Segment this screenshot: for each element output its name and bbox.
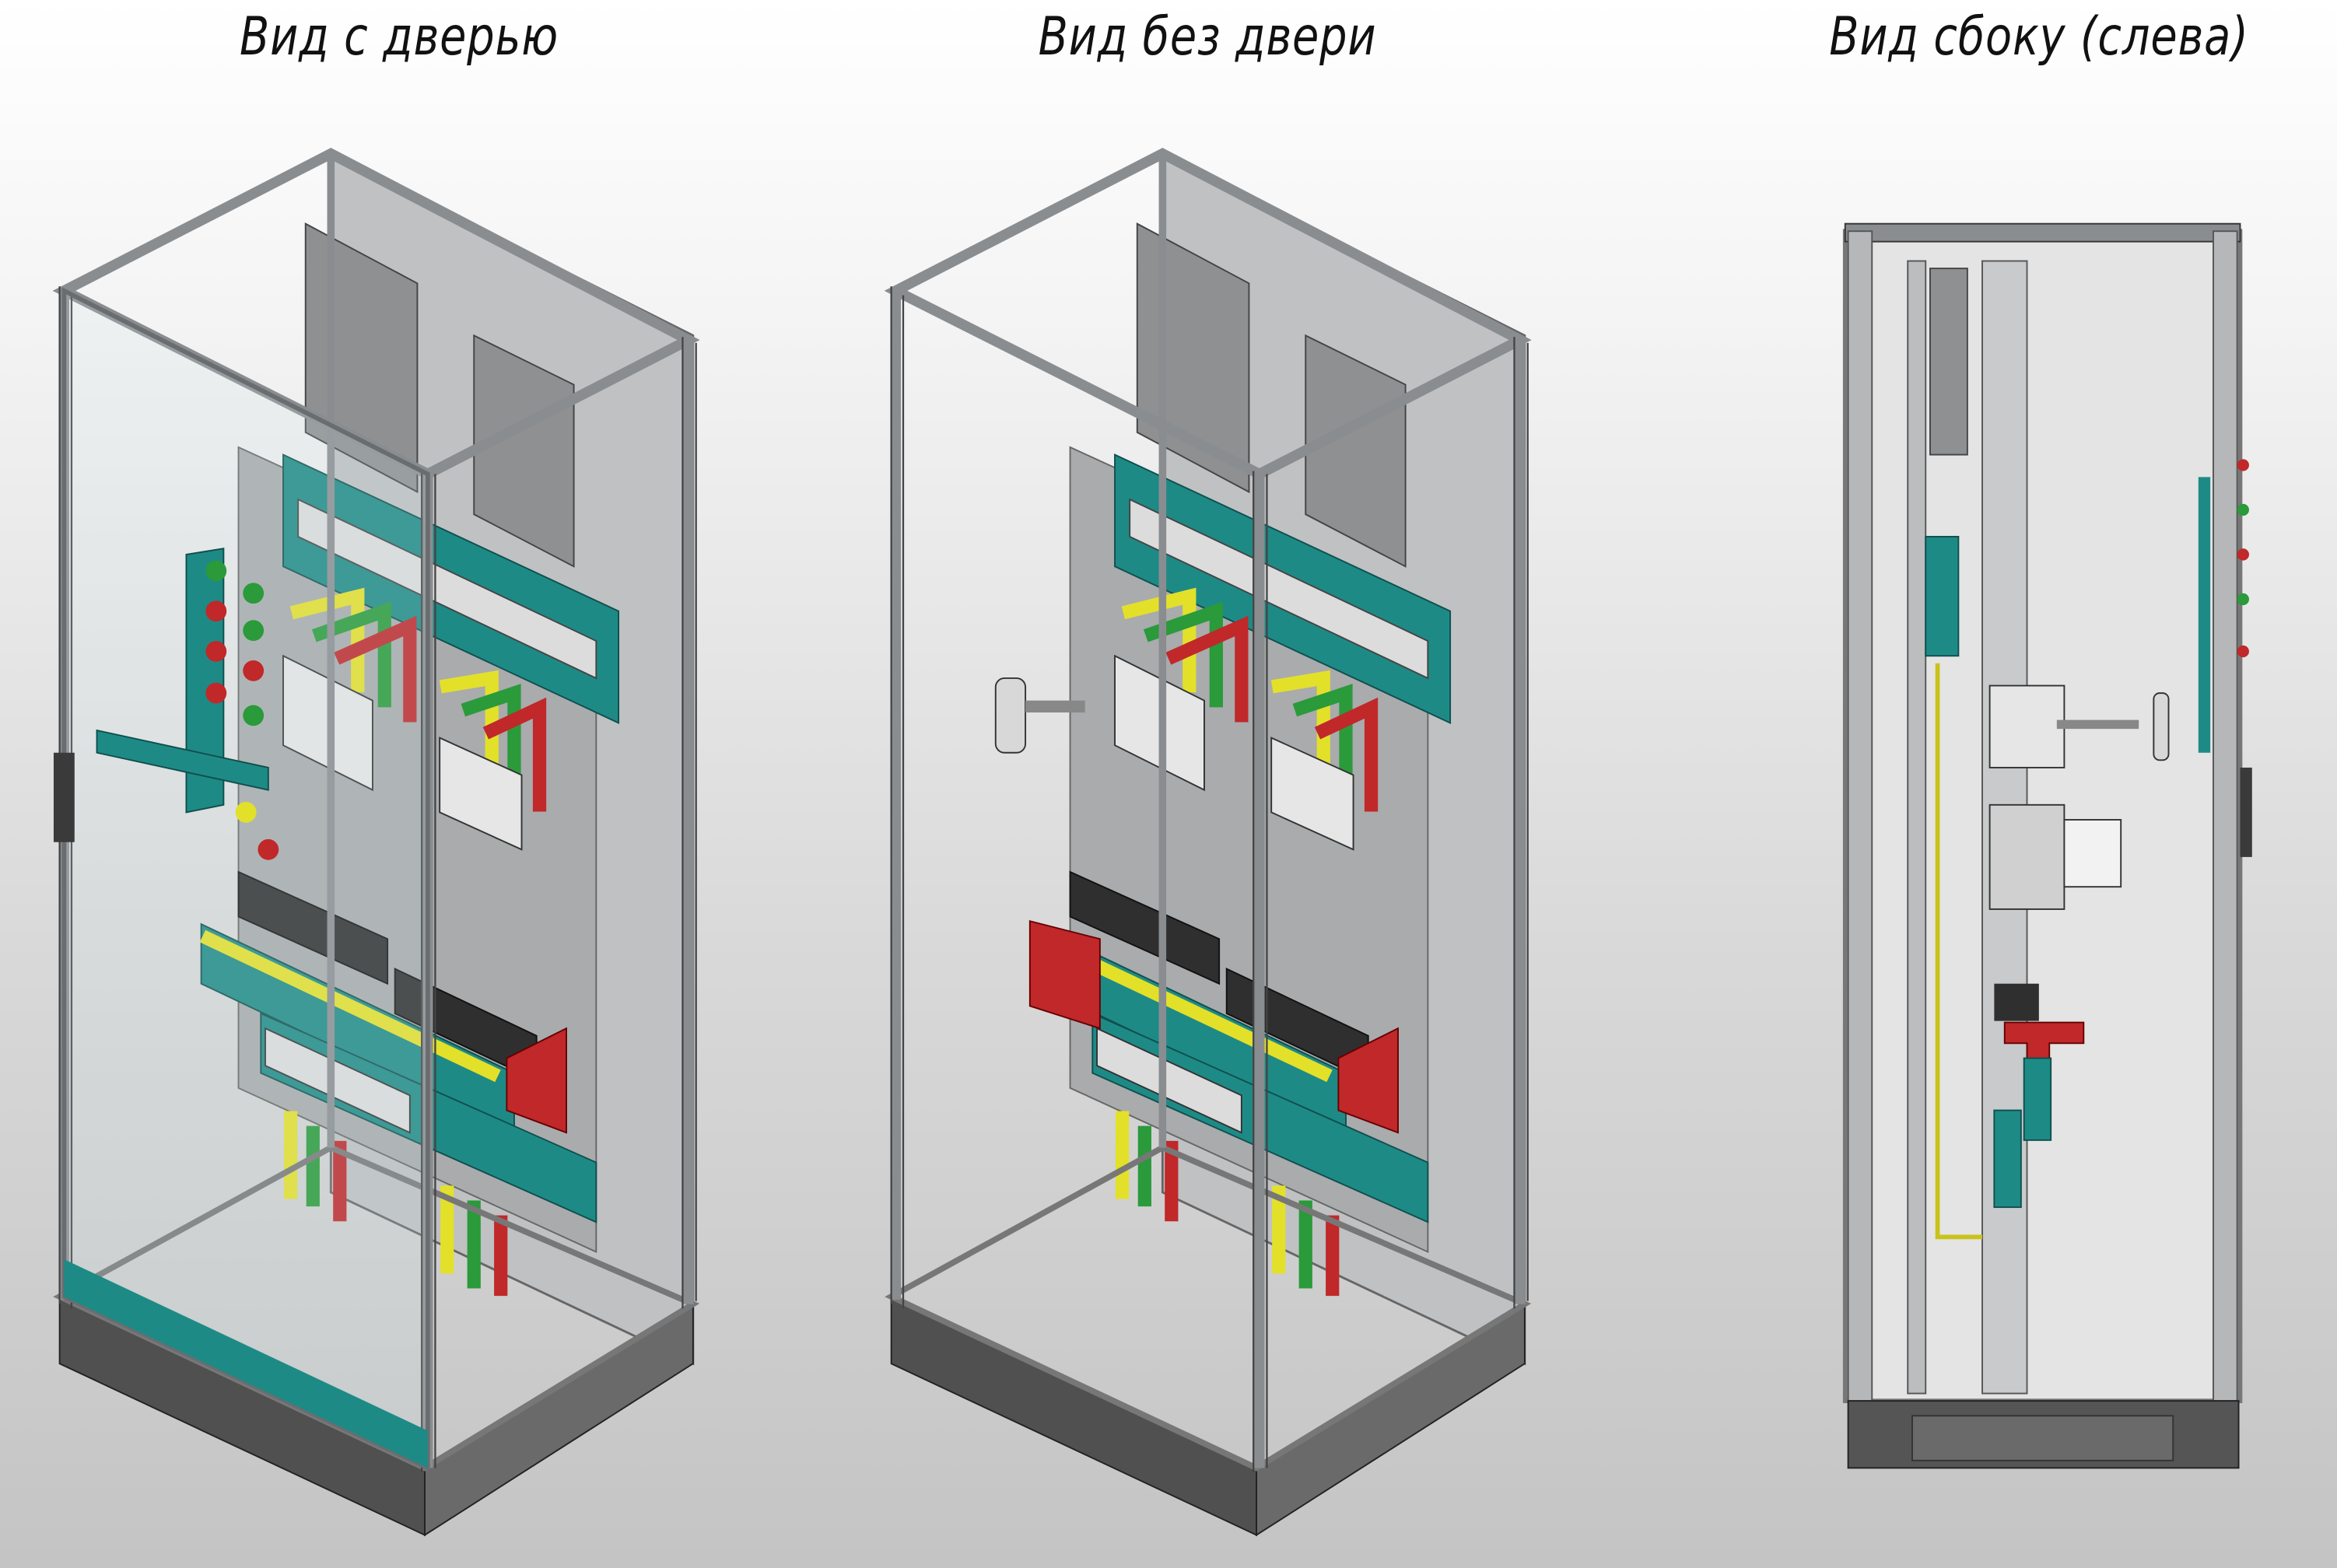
door-handle	[53, 752, 75, 842]
title-view-without-door: Вид без двери	[1038, 6, 1377, 68]
title-view-with-door: Вид с дверью	[240, 6, 559, 68]
title-view-side-left: Вид сбоку (слева)	[1829, 6, 2249, 68]
cabinet-view-without-door	[892, 154, 1528, 1535]
pilot-lights-panel	[96, 548, 279, 860]
rotary-handle	[994, 677, 1085, 754]
cabinet-side-view	[1842, 222, 2252, 1469]
cabinet-view-with-door	[54, 154, 696, 1535]
